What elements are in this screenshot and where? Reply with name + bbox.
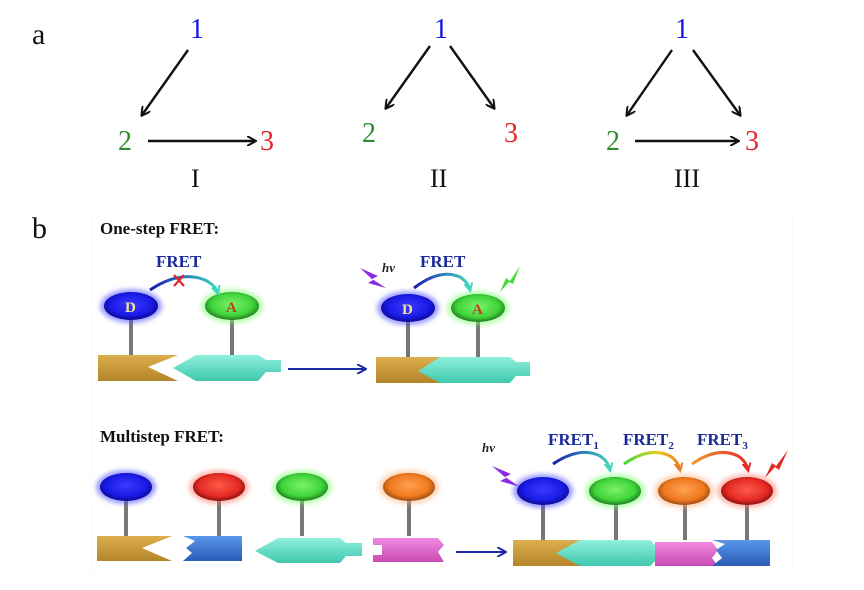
fret-arc-1 (552, 450, 610, 470)
pink-block (373, 538, 444, 562)
panel-b-label: b (32, 212, 47, 245)
one-step-heading: One-step FRET: (100, 219, 220, 238)
green-dye (276, 473, 328, 501)
node-2: 2 (362, 118, 376, 149)
orange-dye (383, 473, 435, 501)
multistep-components (96, 470, 444, 563)
gold-block (97, 536, 172, 561)
node-2: 2 (606, 126, 620, 157)
panel-a-label: a (32, 18, 46, 51)
fret-label: FRET (420, 252, 466, 271)
fret-label-2: FRET2 (623, 430, 674, 452)
node-1: 1 (675, 14, 689, 45)
acceptor-dye: A (447, 291, 509, 325)
svg-text:FRET1: FRET1 (548, 430, 599, 452)
node-3: 3 (260, 126, 274, 157)
stem (230, 310, 234, 358)
graph-caption: I (191, 164, 200, 193)
edge-1-3 (449, 45, 494, 108)
edge-1-2 (627, 49, 673, 115)
stem (476, 312, 480, 358)
stem (124, 490, 128, 536)
cyan-block (173, 355, 281, 381)
node-3: 3 (745, 126, 759, 157)
fret-label-1: FRET1 (548, 430, 599, 452)
fret-arc (149, 275, 218, 293)
graph-I: 1 2 3 I (118, 14, 274, 193)
red-dye (721, 477, 773, 505)
graph-II: 1 2 3 II (362, 14, 518, 193)
blue-block (712, 540, 770, 566)
multistep-heading: Multistep FRET: (100, 427, 224, 446)
panel-b-illustration: D A FRET D A hν F (96, 252, 788, 566)
node-3: 3 (504, 118, 518, 149)
node-1: 1 (190, 14, 204, 45)
donor-dye: D (377, 291, 439, 325)
svg-text:FRET2: FRET2 (623, 430, 674, 452)
fret-arc-2 (623, 450, 680, 470)
donor-dye: D (100, 289, 162, 323)
graph-III: 1 2 3 III (606, 14, 759, 193)
blue-block (183, 536, 242, 561)
node-2: 2 (118, 126, 132, 157)
svg-text:FRET3: FRET3 (697, 430, 748, 452)
stem (217, 490, 221, 536)
edge-1-2 (386, 45, 431, 108)
stem (541, 494, 545, 540)
excitation-label: hν (382, 260, 395, 275)
donor-letter: D (125, 300, 136, 316)
orange-dye (658, 477, 710, 505)
fret-arc-3 (691, 450, 748, 470)
red-dye (193, 473, 245, 501)
cyan-block (418, 357, 530, 383)
lightning-icon (492, 466, 520, 487)
blue-dye (517, 477, 569, 505)
blue-dye (100, 473, 152, 501)
emission-lightning-icon (765, 450, 788, 478)
fret-label: FRET (156, 252, 202, 271)
panel-a-graphs: 1 2 3 I 1 2 3 II 1 2 3 III (118, 14, 759, 193)
lightning-icon (360, 268, 386, 288)
edge-1-3 (692, 49, 740, 115)
gold-block (98, 355, 178, 381)
green-dye (589, 477, 641, 505)
fret-label-3: FRET3 (697, 430, 748, 452)
pink-block (655, 542, 718, 566)
stem (614, 494, 618, 540)
stem (407, 490, 411, 536)
acceptor-letter: A (226, 300, 237, 316)
cyan-block (556, 540, 670, 566)
node-1: 1 (434, 14, 448, 45)
stem (129, 310, 133, 358)
graph-caption: II (430, 164, 447, 193)
stem (300, 490, 304, 536)
acceptor-dye: A (201, 289, 263, 323)
one-step-after: D A hν FRET (360, 252, 530, 383)
excitation-label: hν (482, 440, 495, 455)
donor-letter: D (402, 302, 413, 318)
stem (745, 494, 749, 540)
multistep-assembled: hν FRET1 FRET2 FRET3 (482, 430, 788, 566)
stem (406, 312, 410, 358)
acceptor-letter: A (472, 302, 483, 318)
fret-arc (413, 272, 470, 290)
stem (683, 494, 687, 540)
one-step-before: D A FRET (98, 252, 281, 381)
graph-caption: III (674, 164, 700, 193)
blocked-x-icon (173, 274, 185, 287)
edge-1-2 (142, 49, 189, 115)
emission-lightning-icon (500, 266, 520, 292)
cyan-block (255, 538, 362, 563)
